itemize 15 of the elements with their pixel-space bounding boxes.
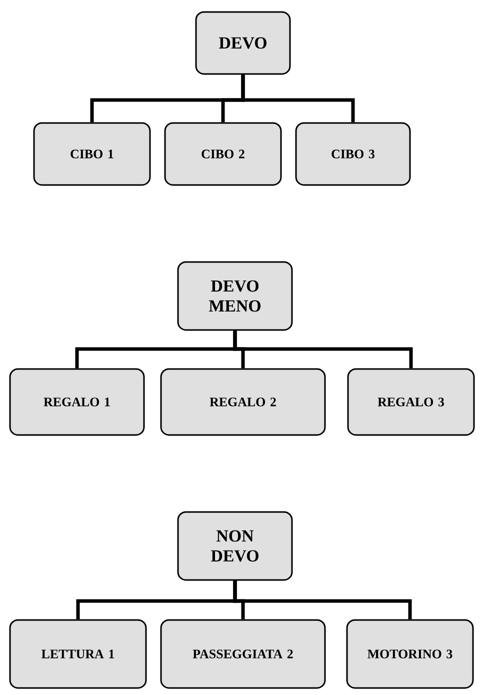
child-box: REGALO 1 [9, 368, 145, 436]
child-box: CIBO 1 [33, 122, 151, 186]
child-box: CIBO 2 [164, 122, 282, 186]
connector [233, 580, 412, 620]
child-box: MOTORINO 3 [346, 619, 474, 689]
parent-box: DEVO [195, 11, 291, 75]
child-box: CIBO 3 [295, 122, 411, 186]
parent-box: NON DEVO [177, 511, 293, 581]
connector [241, 74, 355, 122]
connector [233, 330, 413, 368]
child-box: PASSEGGIATA 2 [160, 619, 326, 689]
parent-box: DEVO MENO [177, 261, 293, 331]
child-box: REGALO 2 [160, 368, 326, 436]
child-box: REGALO 3 [347, 368, 475, 436]
child-box: LETTURA 1 [9, 619, 147, 689]
